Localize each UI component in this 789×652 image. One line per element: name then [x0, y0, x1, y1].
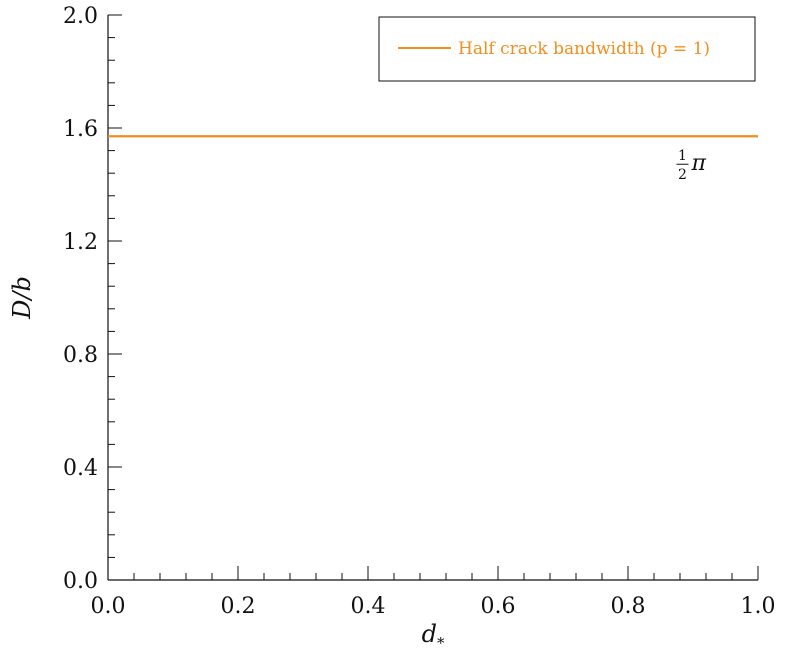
- x-tick-label: 0.4: [351, 594, 386, 619]
- annotation-symbol: π: [691, 151, 707, 176]
- y-tick-label: 0.8: [63, 343, 98, 368]
- x-axis-label-subscript: *: [437, 634, 445, 652]
- annotation-denominator: 2: [678, 167, 687, 183]
- y-tick-label: 2.0: [63, 4, 98, 29]
- y-tick-label: 1.6: [63, 117, 98, 142]
- x-tick-label: 0.2: [221, 594, 256, 619]
- x-tick-label: 0.0: [91, 594, 126, 619]
- y-tick-label: 0.4: [63, 456, 98, 481]
- legend-entry-label: Half crack bandwidth (p = 1): [458, 39, 710, 59]
- x-tick-label: 1.0: [741, 594, 776, 619]
- y-tick-label: 0.0: [63, 569, 98, 594]
- axes-frame: [107, 15, 758, 581]
- annotation-numerator: 1: [678, 148, 687, 164]
- y-axis-ticks: 0.0 0.4 0.8 1.2 1.6 2.0: [63, 4, 122, 594]
- x-axis-label: d*: [422, 620, 445, 652]
- legend: Half crack bandwidth (p = 1): [378, 16, 756, 82]
- pi-half-annotation: 1 2 π: [676, 148, 707, 183]
- x-tick-label: 0.8: [611, 594, 646, 619]
- x-axis-label-main: d: [422, 620, 437, 648]
- x-tick-label: 0.6: [481, 594, 516, 619]
- y-tick-label: 1.2: [63, 230, 98, 255]
- x-axis-ticks: 0.0 0.2 0.4 0.6 0.8 1.0: [91, 566, 776, 619]
- y-axis-label: D/b: [8, 276, 36, 320]
